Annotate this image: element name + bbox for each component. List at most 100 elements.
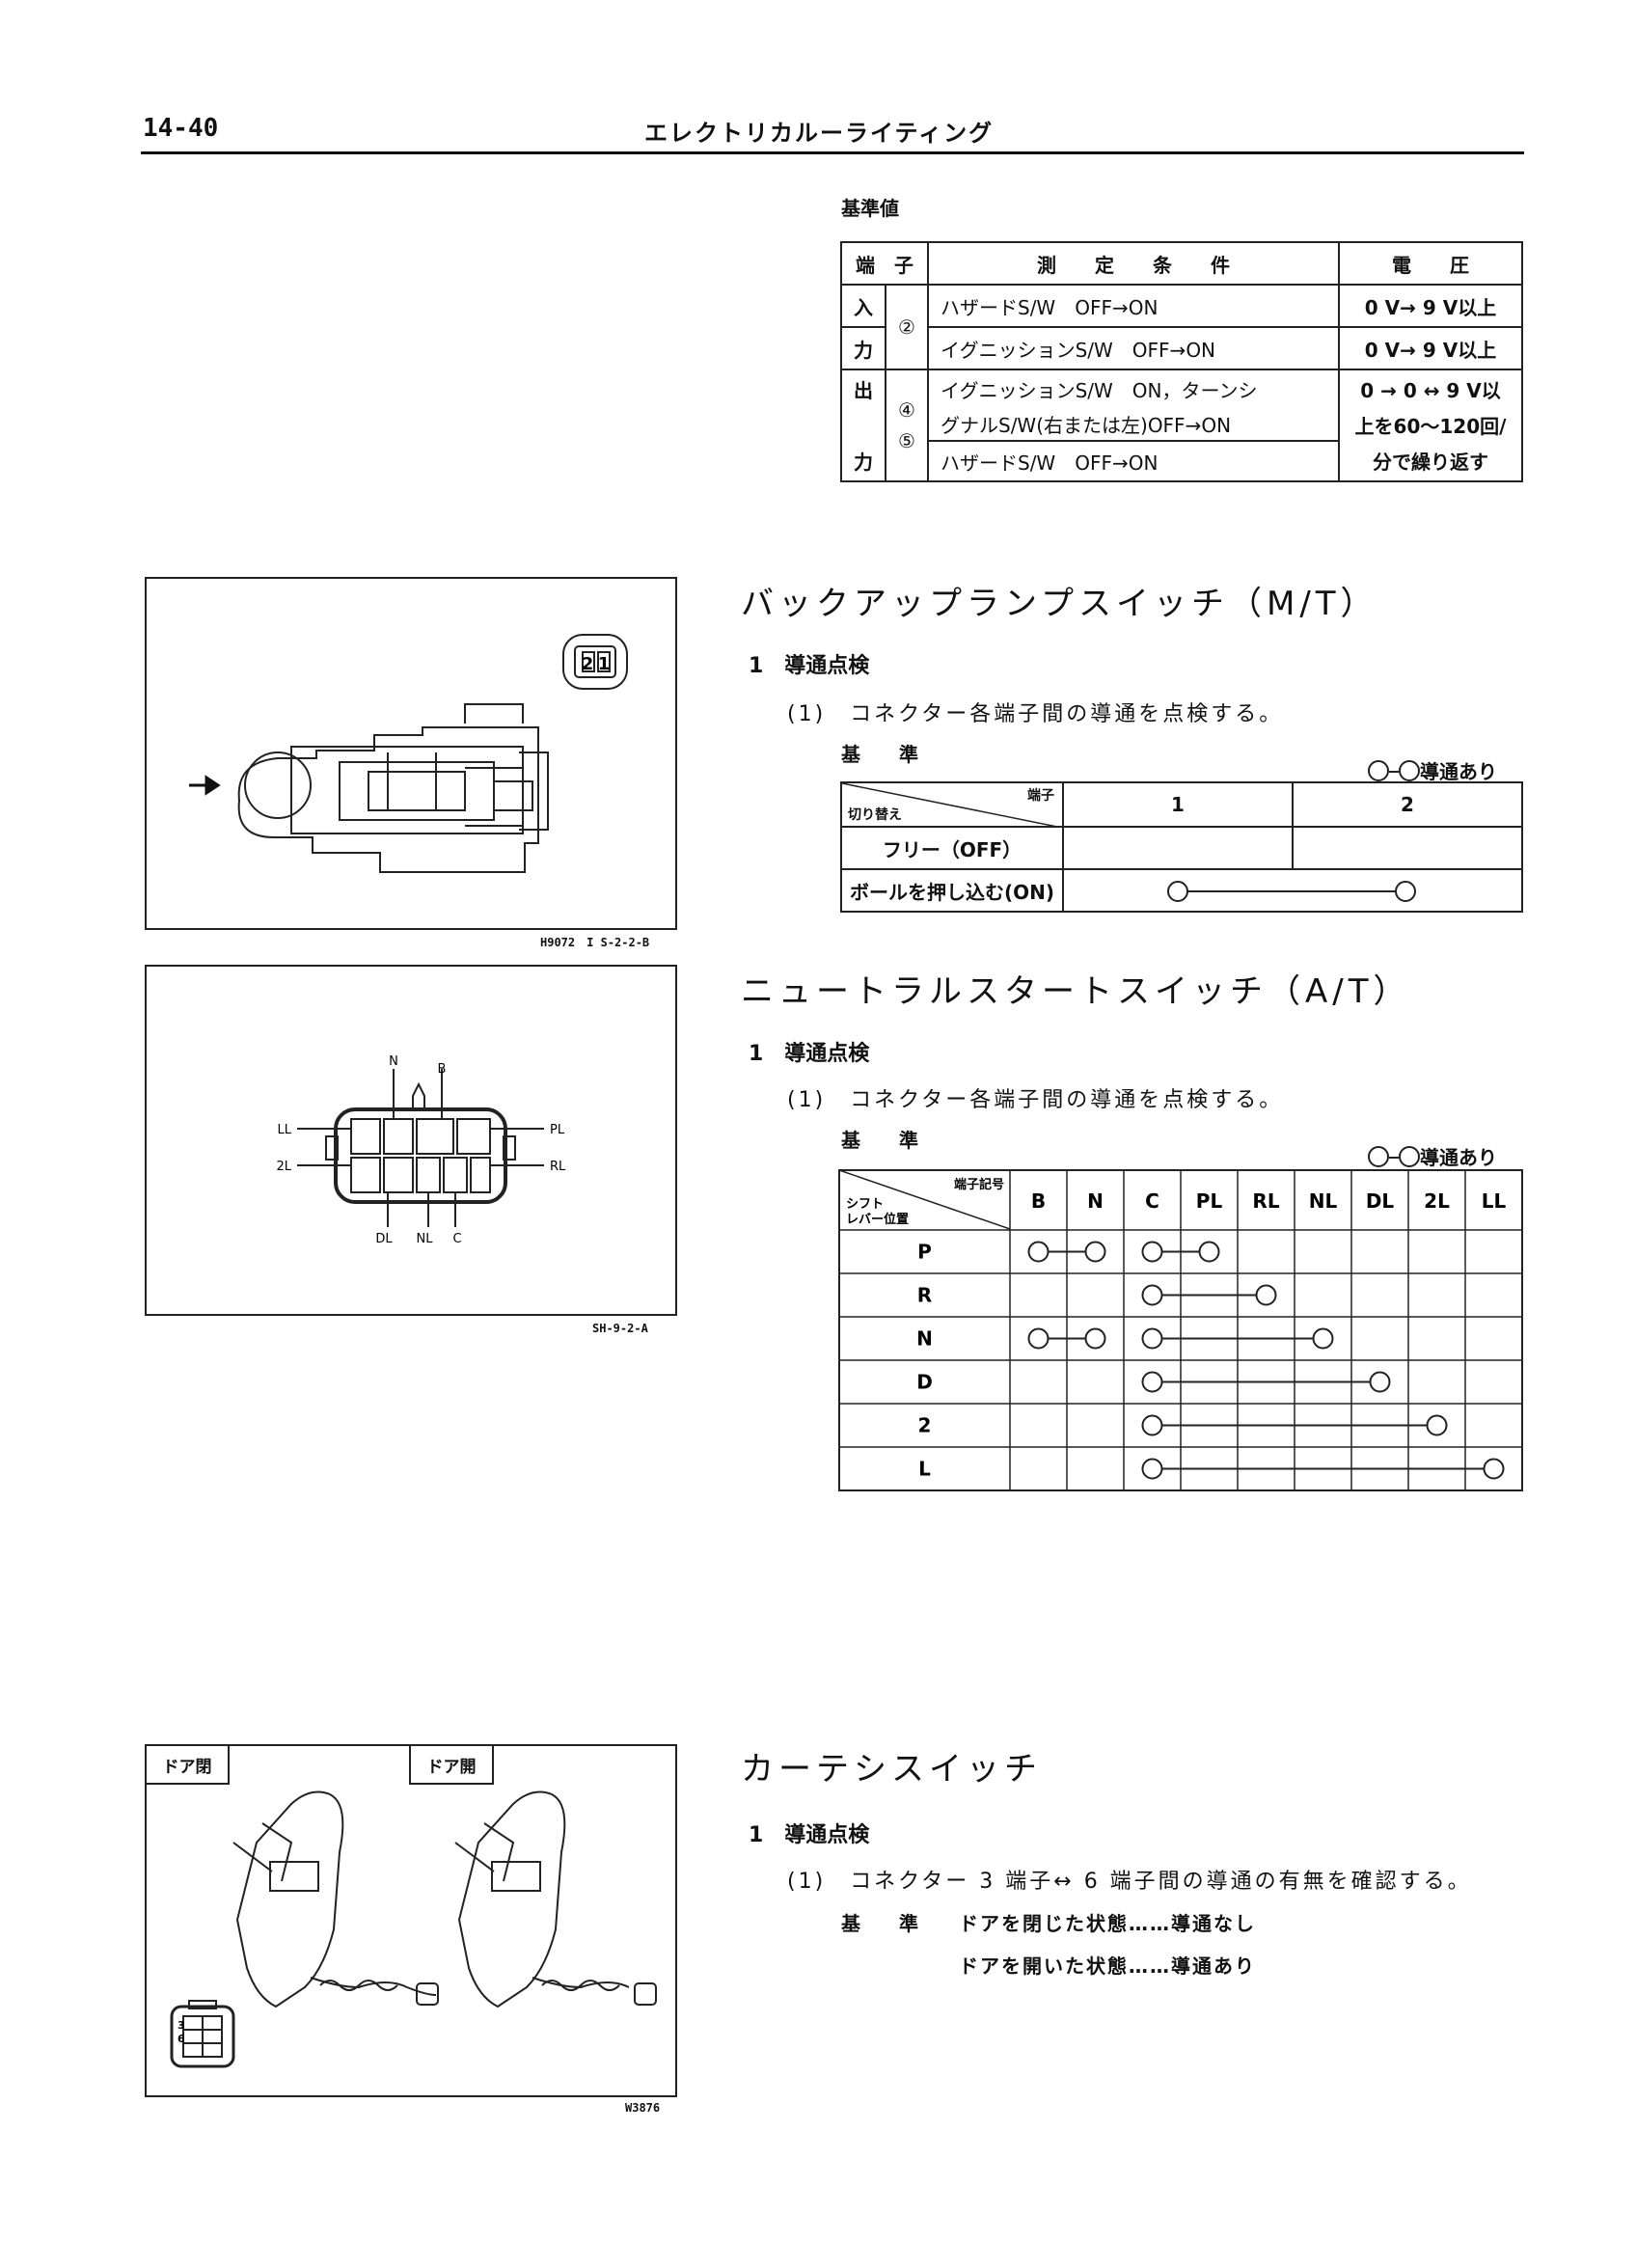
flasher-header-terminal: 端 子 [840,241,929,286]
flasher-voltage: 0 → 0 ↔ 9 V以 [1338,369,1523,408]
backup-switch-figure: 2 1 [145,577,677,930]
neutral-corner-bottom2: レバー位置 [846,1212,909,1227]
continuity-node [1167,881,1188,902]
neutral-row-label: N [916,1327,933,1351]
corner-diagonal [842,783,1062,828]
neutral-row-label: R [917,1284,932,1307]
backup-col-header: 1 [1062,781,1294,828]
courtesy-sub-step: (1) コネクター 3 端子↔ 6 端子間の導通の有無を確認する。 [787,1870,1472,1894]
backup-row-label: フリー（OFF） [840,826,1064,870]
continuity-node [1027,1327,1050,1350]
courtesy-section-title: カーテシスイッチ [741,1750,1042,1789]
page-title: エレクトリカルーライティング [644,120,995,147]
pin-label: N [389,1054,398,1069]
neutral-row-label: 2 [918,1414,932,1437]
legend-circle-icon [1399,1146,1420,1167]
legend-text: 導通あり [1420,1146,1497,1169]
flasher-terminal: ② [885,284,929,370]
backup-cell [1292,826,1523,870]
continuity-node [1141,1284,1163,1306]
pin-label: LL [278,1123,292,1137]
neutral-row-label: D [916,1371,933,1394]
flasher-voltage: 上を60～120回/ [1338,408,1523,441]
neutral-corner-bottom1: シフト [846,1197,884,1212]
neutral-col-header: B [1031,1189,1046,1213]
pin-label: B [438,1062,447,1077]
flasher-terminal-group: ④ ⑤ [885,369,929,482]
neutral-connector-drawing: N B LL PL 2L RL DL NL C [276,1054,566,1246]
backup-corner-cell: 端子 切り替え [840,781,1064,828]
flasher-condition: グナルS/W(右または左)OFF→ON [927,408,1340,442]
backup-connection [1167,881,1416,902]
pin-label: PL [550,1123,565,1137]
flasher-label: 基準値 [841,197,899,220]
backup-connector-pin: 1 [598,654,611,674]
backup-switch-drawing: 2 1 [189,634,628,873]
continuity-node [1198,1241,1220,1263]
courtesy-standard-label: 基 準 [841,1912,928,1935]
legend-circle-icon [1399,760,1420,781]
flasher-terminal: ⑤ [898,429,915,452]
continuity-node [1084,1241,1106,1263]
backup-figure-caption: H9072 I S-2-2-B [540,936,650,949]
continuity-node [1141,1327,1163,1350]
page-number: 14-40 [143,114,219,143]
legend-text: 導通あり [1420,760,1497,783]
flasher-side: 力 [840,441,886,482]
neutral-col-header: DL [1366,1189,1395,1213]
backup-step: 1 導通点検 [749,654,870,678]
neutral-section-title: ニュートラルスタートスイッチ（A/T） [741,972,1411,1011]
courtesy-drawing: 3 6 [170,1790,657,2068]
neutral-col-header: PL [1196,1189,1223,1213]
backup-section-title: バックアップランプスイッチ（M/T） [741,585,1378,623]
continuity-node [1255,1284,1277,1306]
pin-label: C [452,1232,461,1246]
backup-col-header: 2 [1292,781,1523,828]
legend-line-icon [1389,1157,1399,1159]
flasher-voltage: 0 V→ 9 V以上 [1338,326,1523,370]
continuity-node [1141,1414,1163,1436]
flasher-voltage: 分で繰り返す [1338,441,1523,482]
neutral-col-header: N [1087,1189,1104,1213]
neutral-col-header: NL [1309,1189,1338,1213]
backup-cell [1062,826,1294,870]
neutral-col-header: C [1145,1189,1159,1213]
flasher-side: 出 [840,369,886,408]
pin-label: NL [417,1232,434,1246]
legend-circle-icon [1368,760,1389,781]
pin-label: DL [375,1232,393,1246]
continuity-node [1312,1327,1334,1350]
continuity-node [1395,881,1416,902]
neutral-switch-figure: N B LL PL 2L RL DL NL C [145,965,677,1316]
courtesy-figure-caption: W3876 [625,2101,661,2115]
flasher-voltage: 0 V→ 9 V以上 [1338,284,1523,328]
continuity-node [1369,1371,1391,1393]
flasher-side: 入 [840,284,886,328]
neutral-sub-step: (1) コネクター各端子間の導通を点検する。 [787,1088,1284,1112]
flasher-terminal: ④ [898,398,915,422]
continuity-node [1141,1241,1163,1263]
pin-label: 2L [276,1160,291,1174]
neutral-col-header: 2L [1424,1189,1450,1213]
neutral-standard-label: 基 準 [841,1129,928,1152]
courtesy-connector-pin: 3 [177,2019,185,2032]
courtesy-closed-result: ドアを閉じた状態……導通なし [959,1912,1256,1935]
flasher-condition: イグニッションS/W OFF→ON [927,326,1340,370]
corner-diagonal [838,1169,1011,1230]
header-rule [141,151,1524,154]
continuity-node [1141,1371,1163,1393]
flasher-header-voltage: 電 圧 [1338,241,1523,286]
backup-table: 端子 切り替え 1 2 フリー（OFF） ボールを押し込む(ON) [840,781,1523,913]
door-open-label: ドア開 [409,1746,494,1785]
neutral-legend: 導通あり [1368,1142,1497,1170]
backup-corner-top: 端子 [1027,788,1054,804]
neutral-row-label: P [917,1241,932,1264]
continuity-node [1483,1458,1505,1480]
backup-row-label: ボールを押し込む(ON) [840,868,1064,913]
flasher-condition: ハザードS/W OFF→ON [927,440,1340,482]
neutral-corner-top: 端子記号 [954,1177,1004,1192]
legend-circle-icon [1368,1146,1389,1167]
flasher-side [840,408,886,441]
continuity-node [1426,1414,1448,1436]
